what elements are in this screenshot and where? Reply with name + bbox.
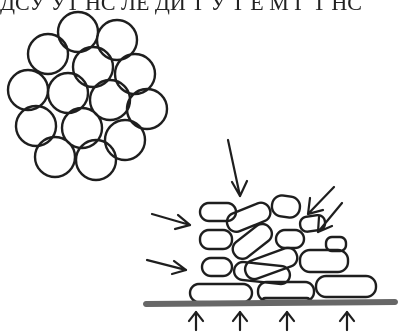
cell (35, 137, 75, 177)
support-arrows (189, 312, 354, 330)
cell (105, 120, 145, 160)
flattened-cell (300, 250, 348, 272)
compression-arrow (228, 140, 247, 196)
flattened-cell (316, 276, 376, 297)
flattened-cell (200, 230, 232, 249)
cell (28, 34, 68, 74)
support-arrow (340, 312, 354, 330)
support-arrow (280, 312, 294, 330)
support-arrow (189, 312, 203, 330)
compression-arrow (308, 187, 334, 214)
cell (76, 140, 116, 180)
compression-arrows (147, 140, 342, 274)
loose-cell-cluster (8, 12, 167, 180)
flattened-cell (271, 194, 302, 219)
compressed-cell-pile (190, 194, 376, 304)
cell (16, 106, 56, 146)
cell (8, 70, 48, 110)
support-arrow (233, 312, 247, 330)
compression-arrow (152, 214, 190, 229)
compression-arrow (147, 260, 186, 274)
flattened-cell (190, 284, 252, 302)
flattened-cell (202, 258, 232, 276)
cell (127, 89, 167, 129)
substrate-line (146, 302, 395, 304)
flattened-cell (276, 230, 304, 248)
flattened-cell (200, 203, 236, 221)
